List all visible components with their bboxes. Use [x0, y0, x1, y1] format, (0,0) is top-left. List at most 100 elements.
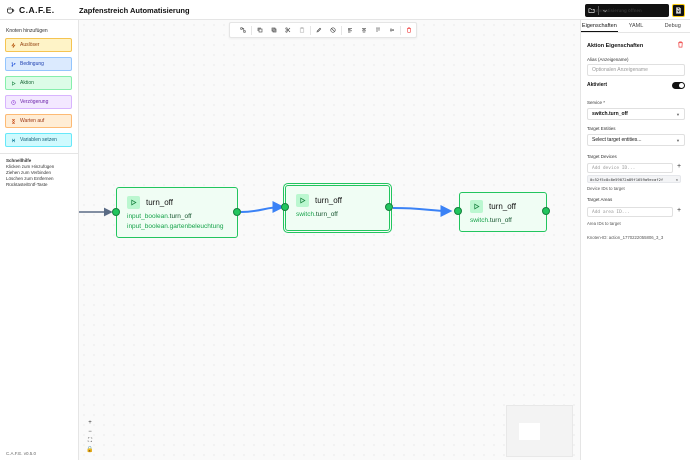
branch-icon [11, 61, 16, 67]
play-icon [127, 196, 140, 209]
service-select[interactable]: switch.turn_off ▼ [587, 108, 685, 120]
properties-panel: Eigenschaften YAML Debug Aktion Eigensch… [580, 20, 690, 460]
node-input-handle[interactable] [281, 203, 289, 211]
device-hint: Device IDs to target [587, 186, 625, 191]
target-entities-label: Target Entities [587, 126, 616, 131]
node-target: input_boolean.gartenbeleuchtung [127, 223, 224, 230]
enabled-label: Aktiviert [587, 82, 608, 88]
alias-label: Alias (Anzeigename) [587, 57, 629, 62]
palette-item-label: Bedingung [20, 61, 44, 67]
close-icon[interactable]: ✕ [675, 176, 678, 182]
action-node-selected[interactable]: turn_off switch.turn_off [282, 182, 393, 234]
palette-item-label: Auslöser [20, 42, 40, 48]
chevron-down-icon: ▼ [676, 111, 680, 117]
alias-input[interactable]: Optionalen Anzeigename [587, 64, 685, 76]
align-center-icon [361, 27, 366, 33]
scissors-icon [285, 27, 291, 33]
palette-item-wait[interactable]: Warten auf [5, 114, 72, 128]
palette-item-label: Warten auf [20, 118, 45, 124]
zap-icon [11, 42, 16, 48]
clipboard-icon [299, 27, 305, 33]
align-middle-button[interactable] [385, 23, 399, 37]
edge-node2-node3[interactable] [392, 204, 453, 217]
align-left-icon [347, 27, 352, 33]
palette-item-delay[interactable]: Verzögerung [5, 95, 72, 109]
play-icon [470, 200, 483, 213]
layout-icon [240, 27, 246, 33]
node-output-handle[interactable] [233, 208, 241, 216]
node-service: input_boolean.turn_off [127, 213, 192, 220]
palette-item-label: Verzögerung [20, 99, 49, 105]
fit-view-button[interactable]: ⛶ [87, 438, 93, 444]
open-automation-label: Automatisierung öffnen [591, 8, 642, 13]
area-id-placeholder: Add area ID... [592, 209, 630, 215]
action-node[interactable]: turn_off input_boolean.turn_off input_bo… [116, 187, 238, 238]
chevron-down-icon[interactable] [602, 8, 608, 14]
align-middle-icon [389, 28, 394, 32]
device-id-input[interactable]: Add device ID... [587, 163, 673, 173]
node-output-handle[interactable] [542, 207, 550, 215]
device-chip-id: 0c52f5c8c8e59072a89f1659a9ecaf2f [590, 176, 664, 182]
delete-button[interactable] [402, 23, 416, 37]
device-chip: 0c52f5c8c8e59072a89f1659a9ecaf2f ✕ [587, 175, 681, 183]
palette-item-label: Aktion [20, 80, 34, 86]
target-entities-select[interactable]: Select target entities... ▼ [587, 134, 685, 146]
device-id-placeholder: Add device ID... [592, 165, 636, 171]
edit-button[interactable] [312, 23, 326, 37]
target-entities-placeholder: Select target entities... [592, 137, 642, 143]
tab-properties[interactable]: Eigenschaften [581, 20, 618, 32]
node-output-handle[interactable] [385, 203, 393, 211]
sidebar-heading: Knoten hinzufügen [6, 28, 48, 34]
node-input-handle[interactable] [112, 208, 120, 216]
service-value: switch.turn_off [592, 111, 628, 117]
minimap-viewport[interactable] [519, 423, 540, 440]
disable-button[interactable] [326, 23, 340, 37]
sidebar-divider [0, 153, 79, 154]
enabled-toggle[interactable] [672, 82, 685, 89]
palette-item-trigger[interactable]: Auslöser [5, 38, 72, 52]
zoom-controls: + − ⛶ 🔒 [86, 420, 94, 453]
action-node[interactable]: turn_off switch.turn_off [459, 192, 547, 232]
node-service: switch.turn_off [296, 211, 338, 218]
add-device-button[interactable]: + [677, 163, 682, 170]
align-top-button[interactable] [371, 23, 385, 37]
app-logo-text: C.A.F.E. [19, 5, 55, 15]
paste-button[interactable] [295, 23, 309, 37]
add-area-button[interactable]: + [677, 207, 682, 214]
palette-item-action[interactable]: Aktion [5, 76, 72, 90]
zoom-in-button[interactable]: + [88, 420, 92, 426]
duplicate-button[interactable] [267, 23, 281, 37]
coffee-icon [7, 6, 15, 13]
align-left-button[interactable] [343, 23, 357, 37]
zoom-out-button[interactable]: − [88, 429, 92, 435]
quick-help-line: Rücktaste/Entf-Taste [6, 182, 48, 187]
lock-button[interactable]: 🔒 [86, 447, 94, 453]
delete-node-icon[interactable] [677, 41, 684, 48]
cut-button[interactable] [281, 23, 295, 37]
alias-placeholder: Optionalen Anzeigename [592, 67, 648, 73]
quick-help-title: Schnellhilfe [6, 158, 32, 163]
open-automation-button[interactable]: Automatisierung öffnen [585, 4, 669, 17]
node-sidebar: Knoten hinzufügen Auslöser Bedingung Akt… [0, 20, 79, 460]
save-button[interactable] [672, 4, 685, 17]
tab-debug[interactable]: Debug [664, 23, 681, 29]
quick-help-line: Löschen zum Entfernen [6, 176, 54, 181]
area-id-input[interactable]: Add area ID... [587, 207, 673, 217]
palette-item-label: Variablen setzen [20, 137, 57, 143]
palette-item-variables[interactable]: Variablen setzen [5, 133, 72, 147]
edge-node1-node2[interactable] [240, 201, 285, 214]
duplicate-icon [271, 27, 277, 33]
palette-item-condition[interactable]: Bedingung [5, 57, 72, 71]
play-icon [296, 194, 309, 207]
align-center-button[interactable] [357, 23, 371, 37]
copy-icon [257, 27, 263, 33]
copy-button[interactable] [253, 23, 267, 37]
node-input-handle[interactable] [454, 207, 462, 215]
flow-canvas[interactable]: turn_off input_boolean.turn_off input_bo… [79, 20, 580, 460]
node-service: switch.turn_off [470, 217, 512, 224]
auto-layout-button[interactable] [236, 23, 250, 37]
service-label: Service * [587, 100, 606, 105]
minimap[interactable] [506, 405, 573, 457]
tab-yaml[interactable]: YAML [628, 23, 644, 29]
chevron-down-icon: ▼ [676, 137, 680, 143]
